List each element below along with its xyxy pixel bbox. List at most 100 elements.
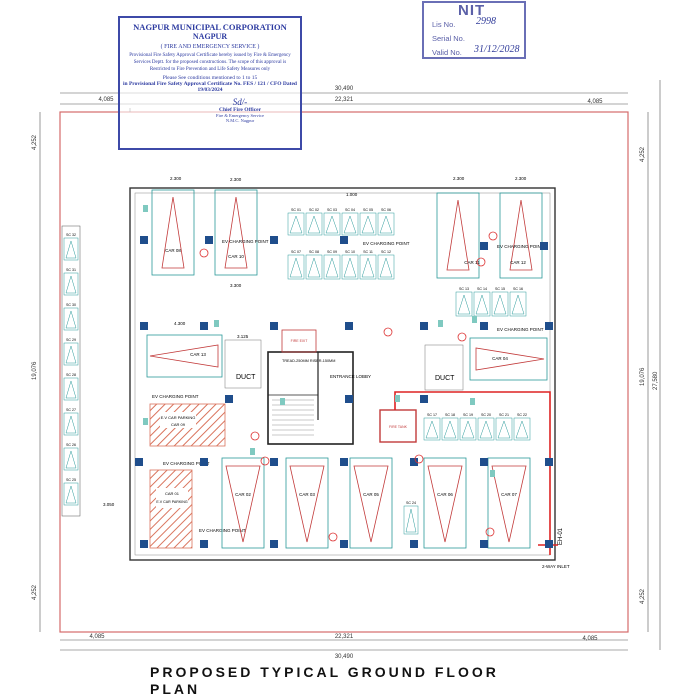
caption-line-2: PLAN <box>150 681 201 697</box>
sc-left-5: SC 27 <box>66 408 76 412</box>
sc-top2-5: SC 12 <box>381 250 391 254</box>
sc-left-4-slot <box>63 377 79 401</box>
car06-label: CAR 06 <box>437 492 453 497</box>
green-marker <box>214 320 219 327</box>
sc-right-bottom-0: SC 17 <box>427 413 437 417</box>
sc-right-bottom-3: SC 20 <box>481 413 491 417</box>
sprinkler-icon <box>488 231 498 241</box>
ev-charging-4: EV CHARGING POINT <box>497 327 544 332</box>
green-marker <box>472 316 477 323</box>
sc-top2-4: SC 11 <box>363 250 373 254</box>
building-outline <box>129 187 556 561</box>
stamp-org: NAGPUR MUNICIPAL CORPORATION <box>133 22 287 32</box>
sc-top2-5-slot <box>377 254 395 280</box>
green-marker <box>395 395 400 402</box>
svg-text:E.V CAR PARKING: E.V CAR PARKING <box>156 500 187 504</box>
car07-label: CAR 07 <box>501 492 517 497</box>
ev-charging-6: EV CHARGING POINT <box>163 461 210 466</box>
fire-approval-stamp: NAGPUR MUNICIPAL CORPORATION NAGPUR ( FI… <box>118 16 302 150</box>
column <box>545 458 553 466</box>
column <box>140 236 148 244</box>
ev-charging-1: EV CHARGING POINT <box>222 239 269 244</box>
sc-top2-2-slot <box>323 254 341 280</box>
sc-top1-2: SC 03 <box>327 208 337 212</box>
car-10-label: CAR 10 <box>228 254 244 259</box>
column <box>135 458 143 466</box>
column <box>480 322 488 330</box>
sprinkler-icon <box>414 454 424 464</box>
column <box>200 322 208 330</box>
svg-text:CAR 09: CAR 09 <box>171 422 186 427</box>
nit-valid-value: 31/12/2028 <box>474 44 520 55</box>
car05-label: CAR 05 <box>363 492 379 497</box>
sprinkler-icon <box>383 327 393 337</box>
column <box>545 322 553 330</box>
ev-charging-2: EV CHARGING POINT <box>363 241 410 246</box>
car-12-label: CAR 12 <box>510 260 526 265</box>
car02-label: CAR 02 <box>235 492 251 497</box>
sc-top1-3-slot <box>341 212 359 236</box>
stamp-city: NAGPUR <box>192 32 228 41</box>
car03-bay <box>285 457 329 549</box>
sc-right-bottom-5: SC 22 <box>517 413 527 417</box>
svg-text:E.V CAR PARKING: E.V CAR PARKING <box>161 415 196 420</box>
sc-24: SC 24 <box>406 501 416 505</box>
sc-left-1: SC 31 <box>66 268 76 272</box>
stamp-body: Provisional Fire Safety Approval Certifi… <box>129 53 291 72</box>
svg-text:2.300: 2.300 <box>170 176 182 181</box>
dim-right-bottom: 4,252 <box>640 588 646 604</box>
dim-bottom-total: 30,490 <box>335 654 354 660</box>
car-13-label: CAR 13 <box>190 352 206 357</box>
stamp-officer-dept: Fire & Emergency Service <box>215 113 265 118</box>
sc-top2-0-slot <box>287 254 305 280</box>
sc-top2-0: SC 07 <box>291 250 301 254</box>
sc-top1-4-slot <box>359 212 377 236</box>
sc-left-5-slot <box>63 412 79 436</box>
sc-top2-1-slot <box>305 254 323 280</box>
car-04-label: CAR 04 <box>492 356 508 361</box>
stamp-signature: Sd/- <box>232 97 248 107</box>
sc-top2-1: SC 08 <box>309 250 319 254</box>
svg-text:1.000: 1.000 <box>346 192 358 197</box>
dim-bottom-right: 4,085 <box>582 636 598 642</box>
column <box>200 458 208 466</box>
stamp-officer: Chief Fire Officer <box>218 107 262 113</box>
sc-right-top-2-slot <box>491 291 509 317</box>
column <box>205 236 213 244</box>
dim-left-mid: 19,076 <box>32 361 38 380</box>
svg-text:3.050: 3.050 <box>103 502 115 507</box>
svg-text:CAR 01: CAR 01 <box>165 491 180 496</box>
sprinkler-icon <box>199 248 209 258</box>
sc-top1-5-slot <box>377 212 395 236</box>
sc-right-bottom-3-slot <box>477 417 495 441</box>
sc-right-bottom-4-slot <box>495 417 513 441</box>
dim-left-top: 4,252 <box>32 134 38 150</box>
column <box>480 540 488 548</box>
sc-left-6: SC 26 <box>66 443 76 447</box>
sc-right-top-0-slot <box>455 291 473 317</box>
sprinkler-icon <box>476 257 486 267</box>
ev-charging-5: EV CHARGING POINT <box>152 394 199 399</box>
sc-top2-3: SC 10 <box>345 250 355 254</box>
column <box>270 322 278 330</box>
ev-car-parking-09: E.V CAR PARKING CAR 09 <box>149 403 226 447</box>
sc-right-top-1-slot <box>473 291 491 317</box>
svg-text:2.300: 2.300 <box>515 176 527 181</box>
sprinkler-icon <box>457 332 467 342</box>
svg-text:2.300: 2.300 <box>230 177 242 182</box>
sc-top1-1-slot <box>305 212 323 236</box>
nit-valid-label: Valid No. <box>432 48 462 57</box>
sc-right-bottom-1-slot <box>441 417 459 441</box>
sprinkler-icon <box>250 431 260 441</box>
sc-right-top-1: SC 14 <box>477 287 487 291</box>
green-marker <box>143 418 148 425</box>
column <box>420 322 428 330</box>
green-marker <box>280 398 285 405</box>
svg-text:4.300: 4.300 <box>174 321 186 326</box>
green-marker <box>470 398 475 405</box>
dim-top-inner: 22,321 <box>335 97 354 103</box>
green-marker <box>490 470 495 477</box>
eh-01-label: EH-01 <box>558 527 564 545</box>
svg-text:3.300: 3.300 <box>230 283 242 288</box>
